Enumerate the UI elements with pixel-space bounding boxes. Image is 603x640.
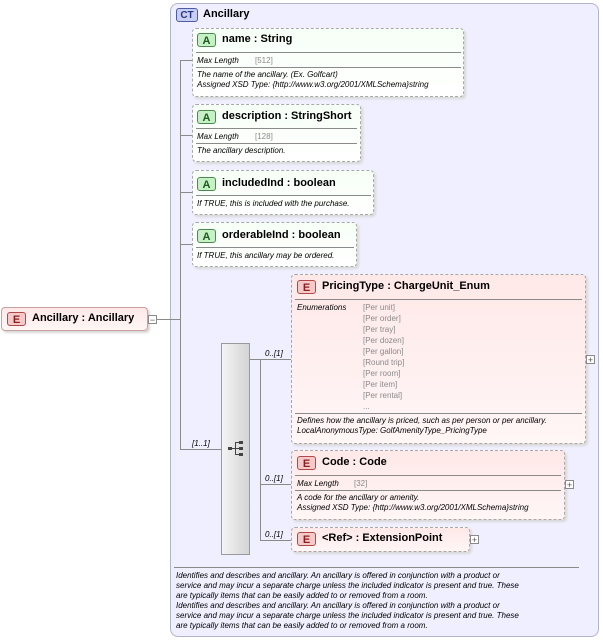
attribute-badge: A: [197, 110, 216, 124]
attribute-name[interactable]: [192, 28, 464, 97]
expand-icon[interactable]: +: [470, 535, 479, 545]
element-multiplicity: 0..[1]: [265, 530, 283, 539]
attribute-doc: If TRUE, this is included with the purch…: [197, 199, 350, 208]
enum-value: ...: [363, 402, 370, 411]
attribute-description[interactable]: [192, 104, 361, 162]
complex-type-badge: CT: [176, 8, 198, 22]
connector: [180, 60, 181, 449]
element-code[interactable]: [291, 450, 565, 520]
enum-value: [Per order]: [363, 314, 401, 323]
element-pricing-type[interactable]: [291, 274, 586, 444]
expand-icon[interactable]: +: [565, 480, 574, 490]
facet-value: [32]: [354, 479, 368, 488]
facet-label: Enumerations: [297, 303, 347, 312]
element-title: PricingType : ChargeUnit_Enum: [322, 280, 490, 292]
type-doc: service and may incur a separate charge …: [176, 581, 519, 590]
sequence-icon: [227, 440, 245, 463]
type-doc: Identifies and describes and ancillary. …: [176, 601, 500, 610]
element-extension-point[interactable]: [291, 527, 470, 552]
enum-value: [Per unit]: [363, 303, 396, 312]
attribute-title: name : String: [222, 33, 293, 45]
enum-value: [Per item]: [363, 380, 398, 389]
enum-value: [Round trip]: [363, 358, 405, 367]
facet-value: [128]: [255, 132, 273, 141]
attribute-includedInd[interactable]: [192, 170, 374, 215]
attribute-orderableInd[interactable]: [192, 222, 357, 267]
facet-value: [512]: [255, 56, 273, 65]
attribute-badge: A: [197, 229, 216, 243]
element-doc: A code for the ancillary or amenity.: [297, 493, 420, 502]
enum-value: [Per room]: [363, 369, 401, 378]
facet-label: Max Length: [197, 132, 239, 141]
type-doc: Identifies and describes and ancillary. …: [176, 571, 500, 580]
connector: [180, 192, 192, 193]
element-badge: E: [297, 280, 316, 294]
sequence-multiplicity: [1..1]: [192, 439, 210, 448]
collapse-toggle-icon[interactable]: −: [148, 315, 157, 325]
complex-type-name: Ancillary: [203, 8, 250, 20]
attribute-title: description : StringShort: [222, 110, 352, 122]
element-doc: Defines how the ancillary is priced, suc…: [297, 416, 547, 425]
element-title: <Ref> : ExtensionPoint: [322, 532, 443, 544]
attribute-doc: Assigned XSD Type: {http://www.w3.org/20…: [197, 80, 429, 89]
attribute-title: orderableInd : boolean: [222, 229, 341, 241]
enum-value: [Per rental]: [363, 391, 403, 400]
element-badge: E: [297, 456, 316, 470]
element-badge: E: [297, 532, 316, 546]
element-title: Code : Code: [322, 456, 387, 468]
element-multiplicity: 0..[1]: [265, 349, 283, 358]
attribute-title: includedInd : boolean: [222, 177, 336, 189]
enum-value: [Per gallon]: [363, 347, 404, 356]
element-multiplicity: 0..[1]: [265, 474, 283, 483]
connector: [180, 60, 192, 61]
attribute-doc: The ancillary description.: [197, 146, 286, 155]
expand-icon[interactable]: +: [586, 355, 595, 365]
connector: [157, 319, 180, 320]
enum-value: [Per dozen]: [363, 336, 404, 345]
type-doc: are typically items that can be easily a…: [176, 621, 428, 630]
root-element-badge: E: [7, 312, 26, 326]
element-doc: LocalAnonymousType: GolfAmenityType_Pric…: [297, 426, 487, 435]
element-doc: Assigned XSD Type: {http://www.w3.org/20…: [297, 503, 529, 512]
attribute-badge: A: [197, 33, 216, 47]
attribute-doc: If TRUE, this ancillary may be ordered.: [197, 251, 335, 260]
connector: [180, 449, 221, 450]
connector: [180, 135, 192, 136]
attribute-doc: The name of the ancillary. (Ex. Golfcart…: [197, 70, 338, 79]
facet-label: Max Length: [297, 479, 339, 488]
root-element-label: Ancillary : Ancillary: [32, 312, 135, 324]
facet-label: Max Length: [197, 56, 239, 65]
connector: [180, 244, 192, 245]
type-doc: are typically items that can be easily a…: [176, 591, 428, 600]
enum-value: [Per tray]: [363, 325, 396, 334]
attribute-badge: A: [197, 177, 216, 191]
type-doc: service and may incur a separate charge …: [176, 611, 519, 620]
